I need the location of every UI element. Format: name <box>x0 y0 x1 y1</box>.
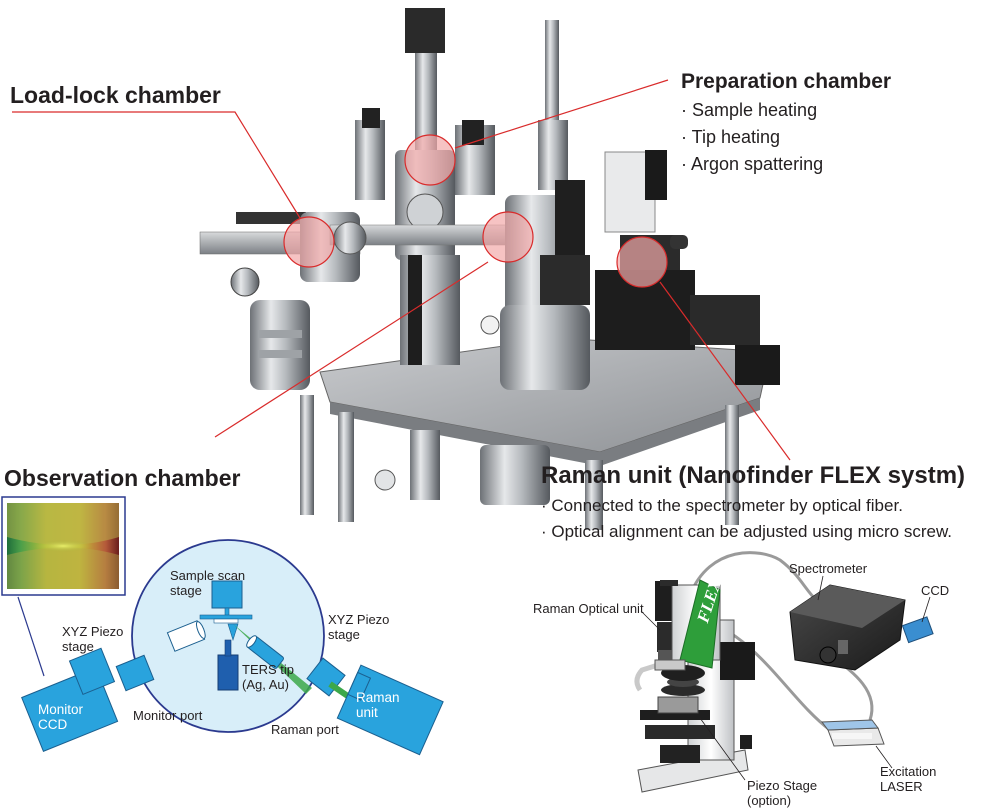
xyz-right-label: XYZ Piezo stage <box>328 612 389 642</box>
label-line: LASER <box>880 779 923 794</box>
highlight-preparation <box>404 134 456 186</box>
sample-stage-label: Sample scan stage <box>170 568 245 598</box>
label-line: unit <box>356 705 378 720</box>
label-line: stage <box>62 639 94 654</box>
raman-unit-title: Raman unit (Nanofinder FLEX systm) <box>541 462 966 489</box>
label-line: (Ag, Au) <box>242 677 289 692</box>
fiber-to-spectrometer <box>688 551 820 604</box>
chamber-circle <box>131 539 325 733</box>
raman-unit-label: Raman unit <box>356 690 400 720</box>
spectrometer-label: Spectrometer <box>789 561 868 576</box>
label-line: Sample scan <box>170 568 246 583</box>
raman-unit-item: · Connected to the spectrometer by optic… <box>541 496 903 515</box>
label-line: Piezo Stage <box>747 778 818 793</box>
xyz-left-label: XYZ Piezo stage <box>62 624 123 654</box>
preparation-item: · Sample heating <box>681 100 818 120</box>
monitor-ccd-label: Monitor CCD <box>38 702 83 732</box>
label-line: Raman <box>356 690 400 705</box>
observation-title: Observation chamber <box>4 465 241 491</box>
ters-tip-label: TERS tip (Ag, Au) <box>242 662 294 692</box>
preparation-title: Preparation chamber <box>681 70 892 93</box>
label-line: (option) <box>747 793 792 808</box>
sample-stage-block <box>211 580 243 609</box>
ccd-box <box>901 616 934 644</box>
label-line: stage <box>170 583 202 598</box>
leader-load-lock <box>12 111 301 219</box>
highlight-load-lock <box>283 216 335 268</box>
raman-port-label: Raman port <box>271 722 339 737</box>
flex-ribbon <box>679 579 721 669</box>
ccd-label: CCD <box>921 583 950 598</box>
highlight-observation <box>482 211 534 263</box>
monitor-port-label: Monitor port <box>133 708 203 723</box>
label-line: XYZ Piezo <box>62 624 124 639</box>
piezo-stage-label: Piezo Stage (option) <box>747 778 817 808</box>
leader-raman <box>659 281 791 461</box>
label-line: stage <box>328 627 360 642</box>
raman-unit-item: · Optical alignment can be adjusted usin… <box>541 522 953 541</box>
preparation-item: · Argon spattering <box>681 154 824 174</box>
label-line: XYZ Piezo <box>328 612 390 627</box>
label-line: Excitation <box>880 764 937 779</box>
preparation-item: · Tip heating <box>681 127 781 147</box>
label-line: CCD <box>38 717 68 732</box>
leader-observation <box>214 261 489 438</box>
laser-label: Excitation LASER <box>880 764 936 794</box>
highlight-raman <box>616 236 668 288</box>
load-lock-title: Load-lock chamber <box>10 82 221 108</box>
leader-preparation <box>454 79 669 149</box>
monitor-port <box>115 654 155 692</box>
label-line: Monitor <box>38 702 84 717</box>
label-line: TERS tip <box>242 662 295 677</box>
raman-optical-unit-label: Raman Optical unit <box>533 601 644 616</box>
